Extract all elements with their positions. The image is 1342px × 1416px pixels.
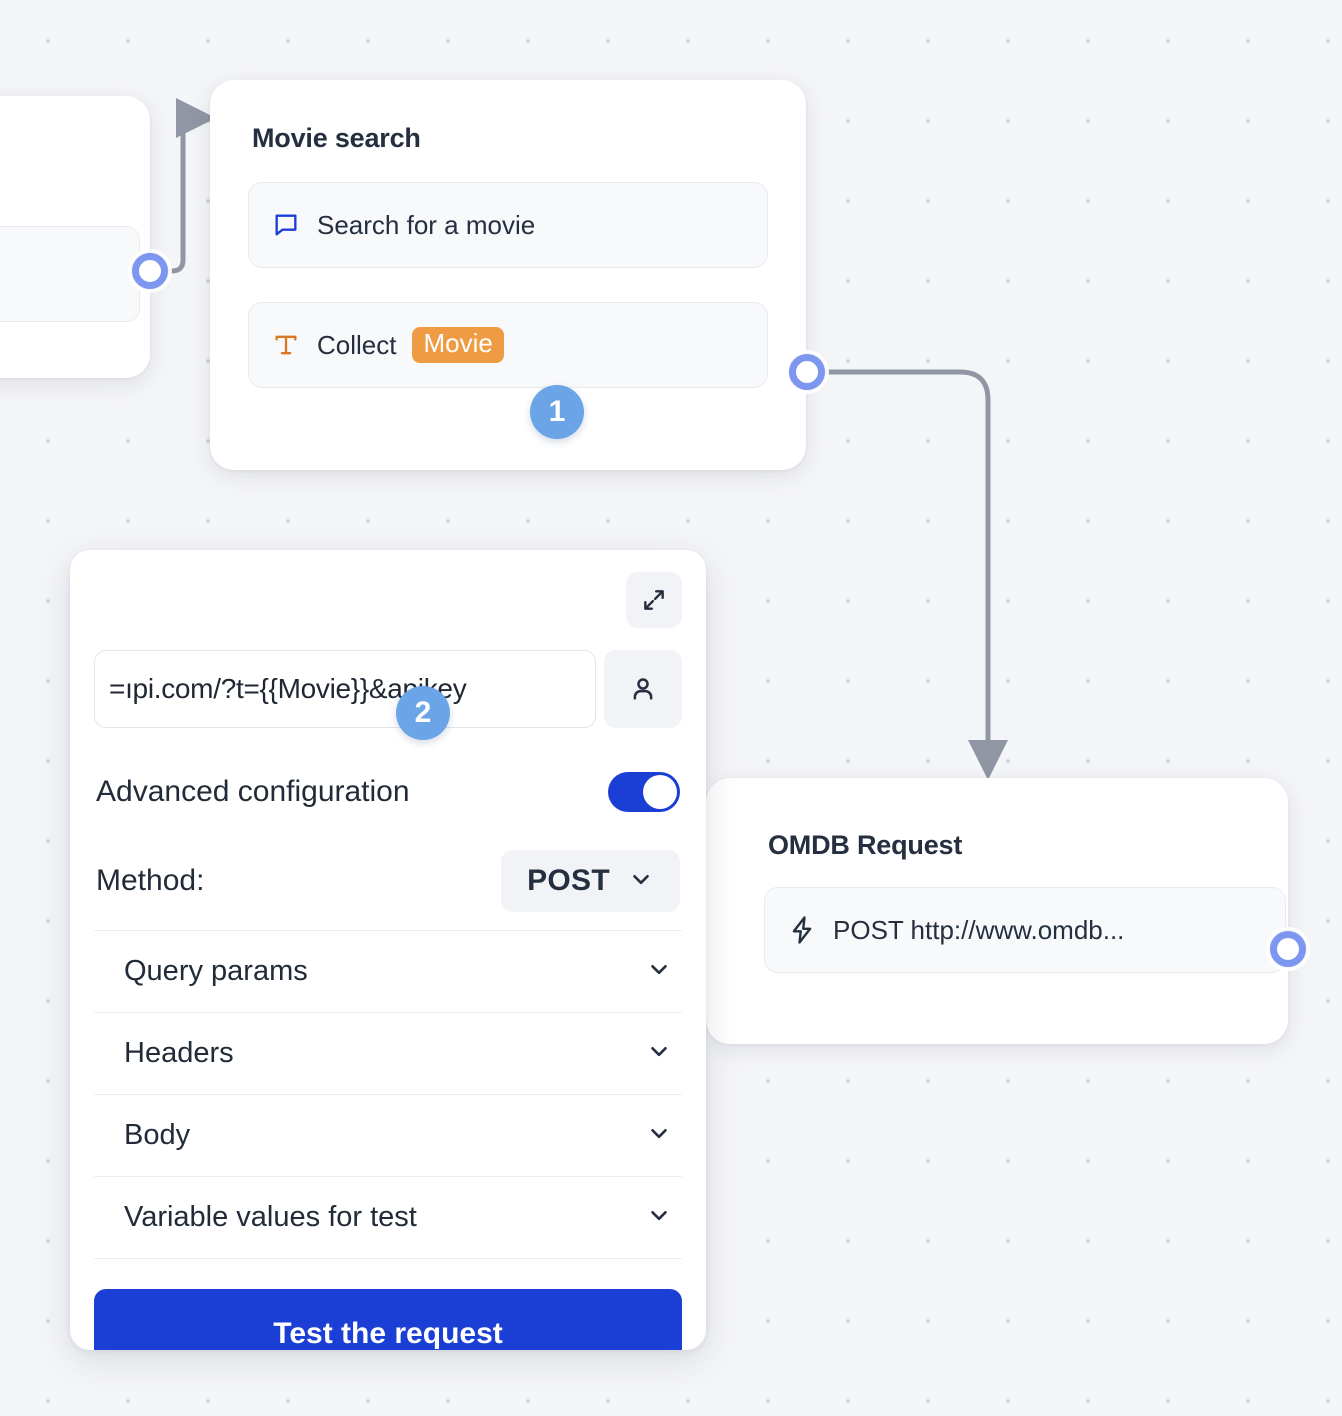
connection-handle-movie-search-out[interactable] [788, 353, 826, 391]
method-row: Method: POST [94, 850, 682, 931]
step-badge-1: 1 [530, 385, 584, 439]
node-row-label: POST http://www.omdb... [833, 914, 1125, 945]
text-input-icon [271, 330, 301, 360]
connection-handle-offscreen-out[interactable] [131, 252, 169, 290]
node-row-post-request[interactable]: POST http://www.omdb... [764, 887, 1286, 973]
accordion-label: Body [124, 1119, 191, 1151]
chevron-down-icon [646, 956, 672, 987]
accordion-variable-values-for-test[interactable]: Variable values for test [94, 1177, 682, 1259]
node-movie-search[interactable]: Movie search Search for a movie Collect … [210, 80, 806, 470]
node-omdb-request[interactable]: OMDB Request POST http://www.omdb... [692, 778, 1288, 1044]
lightning-bolt-icon [787, 915, 817, 945]
node-row-label: Collect [317, 329, 397, 360]
accordion-label: Headers [124, 1037, 234, 1069]
node-row[interactable] [0, 226, 140, 322]
chevron-down-icon [628, 866, 654, 897]
node-row-label: Search for a movie [317, 209, 536, 240]
advanced-configuration-label: Advanced configuration [96, 775, 410, 808]
expand-panel-button[interactable] [626, 572, 682, 628]
insert-variable-button[interactable] [604, 650, 682, 728]
test-the-request-button[interactable]: Test the request [94, 1289, 682, 1350]
request-url-input[interactable] [94, 650, 596, 728]
request-config-panel[interactable]: Advanced configuration Method: POST Quer… [70, 550, 706, 1350]
method-label: Method: [96, 864, 205, 897]
panel-header [94, 572, 682, 628]
node-partial-offscreen[interactable] [0, 96, 150, 378]
url-row [94, 650, 682, 728]
node-row-collect-movie[interactable]: Collect Movie [248, 302, 768, 388]
advanced-configuration-toggle[interactable] [608, 772, 680, 812]
accordion-headers[interactable]: Headers [94, 1013, 682, 1095]
method-select[interactable]: POST [501, 850, 680, 912]
method-selected-value: POST [527, 864, 610, 897]
node-title: OMDB Request [768, 830, 963, 860]
accordion-body[interactable]: Body [94, 1095, 682, 1177]
node-title: Movie search [252, 123, 421, 153]
accordion-label: Variable values for test [124, 1201, 417, 1233]
chevron-down-icon [646, 1202, 672, 1233]
node-row-search-for-a-movie[interactable]: Search for a movie [248, 182, 768, 268]
message-bubble-icon [271, 210, 301, 240]
chevron-down-icon [646, 1038, 672, 1069]
chevron-down-icon [646, 1120, 672, 1151]
accordion-label: Query params [124, 955, 308, 987]
connection-handle-omdb-out[interactable] [1269, 930, 1307, 968]
advanced-configuration-row: Advanced configuration [94, 772, 682, 812]
accordion-query-params[interactable]: Query params [94, 931, 682, 1013]
step-badge-2: 2 [396, 686, 450, 740]
variable-chip-movie[interactable]: Movie [412, 326, 504, 364]
